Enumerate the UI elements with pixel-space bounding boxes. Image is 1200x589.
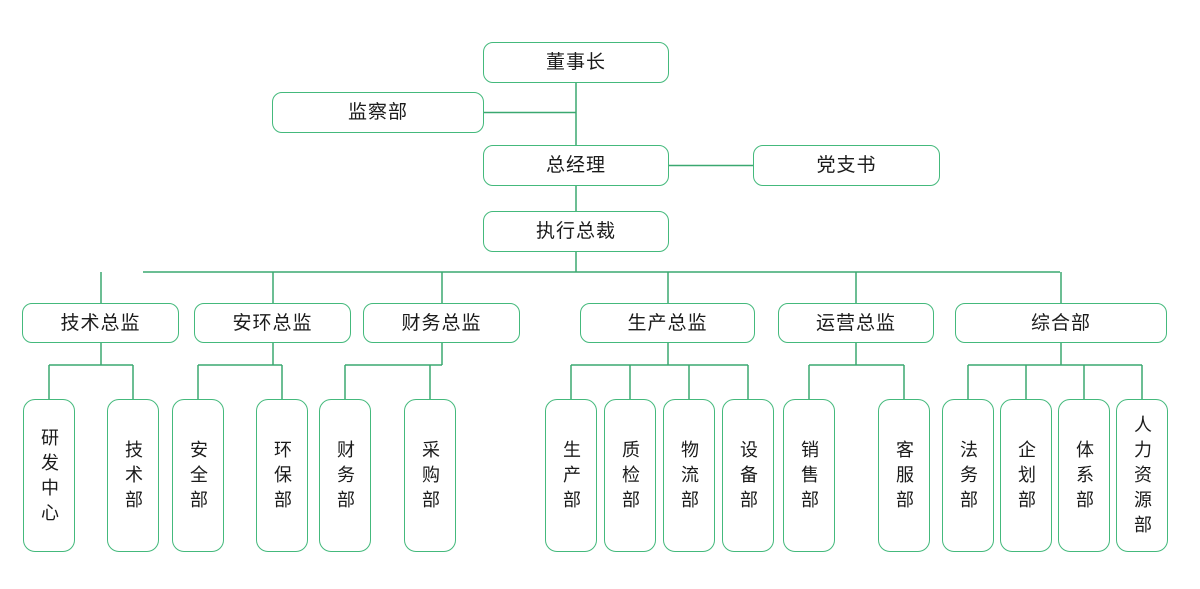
node-rnd-center[interactable]: 研发中心	[23, 399, 75, 552]
node-safety-dept[interactable]: 安全部	[172, 399, 224, 552]
node-customer-service[interactable]: 客服部	[878, 399, 930, 552]
node-label: 物流部	[679, 440, 699, 515]
node-label: 体系部	[1074, 440, 1094, 515]
node-planning-dept[interactable]: 企划部	[1000, 399, 1052, 552]
node-label: 董事长	[545, 52, 606, 73]
node-label: 技术部	[123, 440, 143, 515]
node-label: 销售部	[799, 440, 819, 515]
node-label: 党支书	[816, 155, 877, 176]
node-environment-dept[interactable]: 环保部	[256, 399, 308, 552]
node-legal-dept[interactable]: 法务部	[942, 399, 994, 552]
node-hr-dept[interactable]: 人力资源部	[1116, 399, 1168, 552]
node-finance-dept[interactable]: 财务部	[319, 399, 371, 552]
node-quality-dept[interactable]: 质检部	[604, 399, 656, 552]
node-logistics-dept[interactable]: 物流部	[663, 399, 715, 552]
node-label: 企划部	[1016, 440, 1036, 515]
node-system-dept[interactable]: 体系部	[1058, 399, 1110, 552]
node-executive-president[interactable]: 执行总裁	[483, 211, 669, 252]
node-label: 客服部	[894, 440, 914, 515]
node-label: 人力资源部	[1132, 415, 1152, 540]
node-label: 总经理	[545, 155, 606, 176]
node-general-affairs[interactable]: 综合部	[955, 303, 1167, 343]
node-tech-director[interactable]: 技术总监	[22, 303, 179, 343]
node-sales-dept[interactable]: 销售部	[783, 399, 835, 552]
node-party-secretary[interactable]: 党支书	[753, 145, 940, 186]
node-safety-env-director[interactable]: 安环总监	[194, 303, 351, 343]
node-label: 环保部	[272, 440, 292, 515]
node-label: 综合部	[1030, 312, 1091, 334]
node-label: 执行总裁	[535, 221, 616, 242]
node-label: 安全部	[188, 440, 208, 515]
node-label: 财务总监	[401, 312, 482, 334]
node-label: 安环总监	[232, 312, 313, 334]
node-label: 监察部	[347, 102, 408, 123]
node-label: 技术总监	[60, 312, 141, 334]
node-operations-director[interactable]: 运营总监	[778, 303, 934, 343]
node-label: 研发中心	[39, 427, 59, 528]
node-tech-dept[interactable]: 技术部	[107, 399, 159, 552]
node-purchasing-dept[interactable]: 采购部	[404, 399, 456, 552]
node-finance-director[interactable]: 财务总监	[363, 303, 520, 343]
node-label: 质检部	[620, 440, 640, 515]
node-equipment-dept[interactable]: 设备部	[722, 399, 774, 552]
node-supervision-dept[interactable]: 监察部	[272, 92, 484, 133]
node-label: 设备部	[738, 440, 758, 515]
node-label: 生产部	[561, 440, 581, 515]
node-chairman[interactable]: 董事长	[483, 42, 669, 83]
node-label: 法务部	[958, 440, 978, 515]
node-label: 财务部	[335, 440, 355, 515]
node-production-dept[interactable]: 生产部	[545, 399, 597, 552]
node-label: 生产总监	[627, 312, 708, 334]
node-production-director[interactable]: 生产总监	[580, 303, 755, 343]
node-label: 运营总监	[815, 312, 896, 334]
node-general-manager[interactable]: 总经理	[483, 145, 669, 186]
node-label: 采购部	[420, 440, 440, 515]
